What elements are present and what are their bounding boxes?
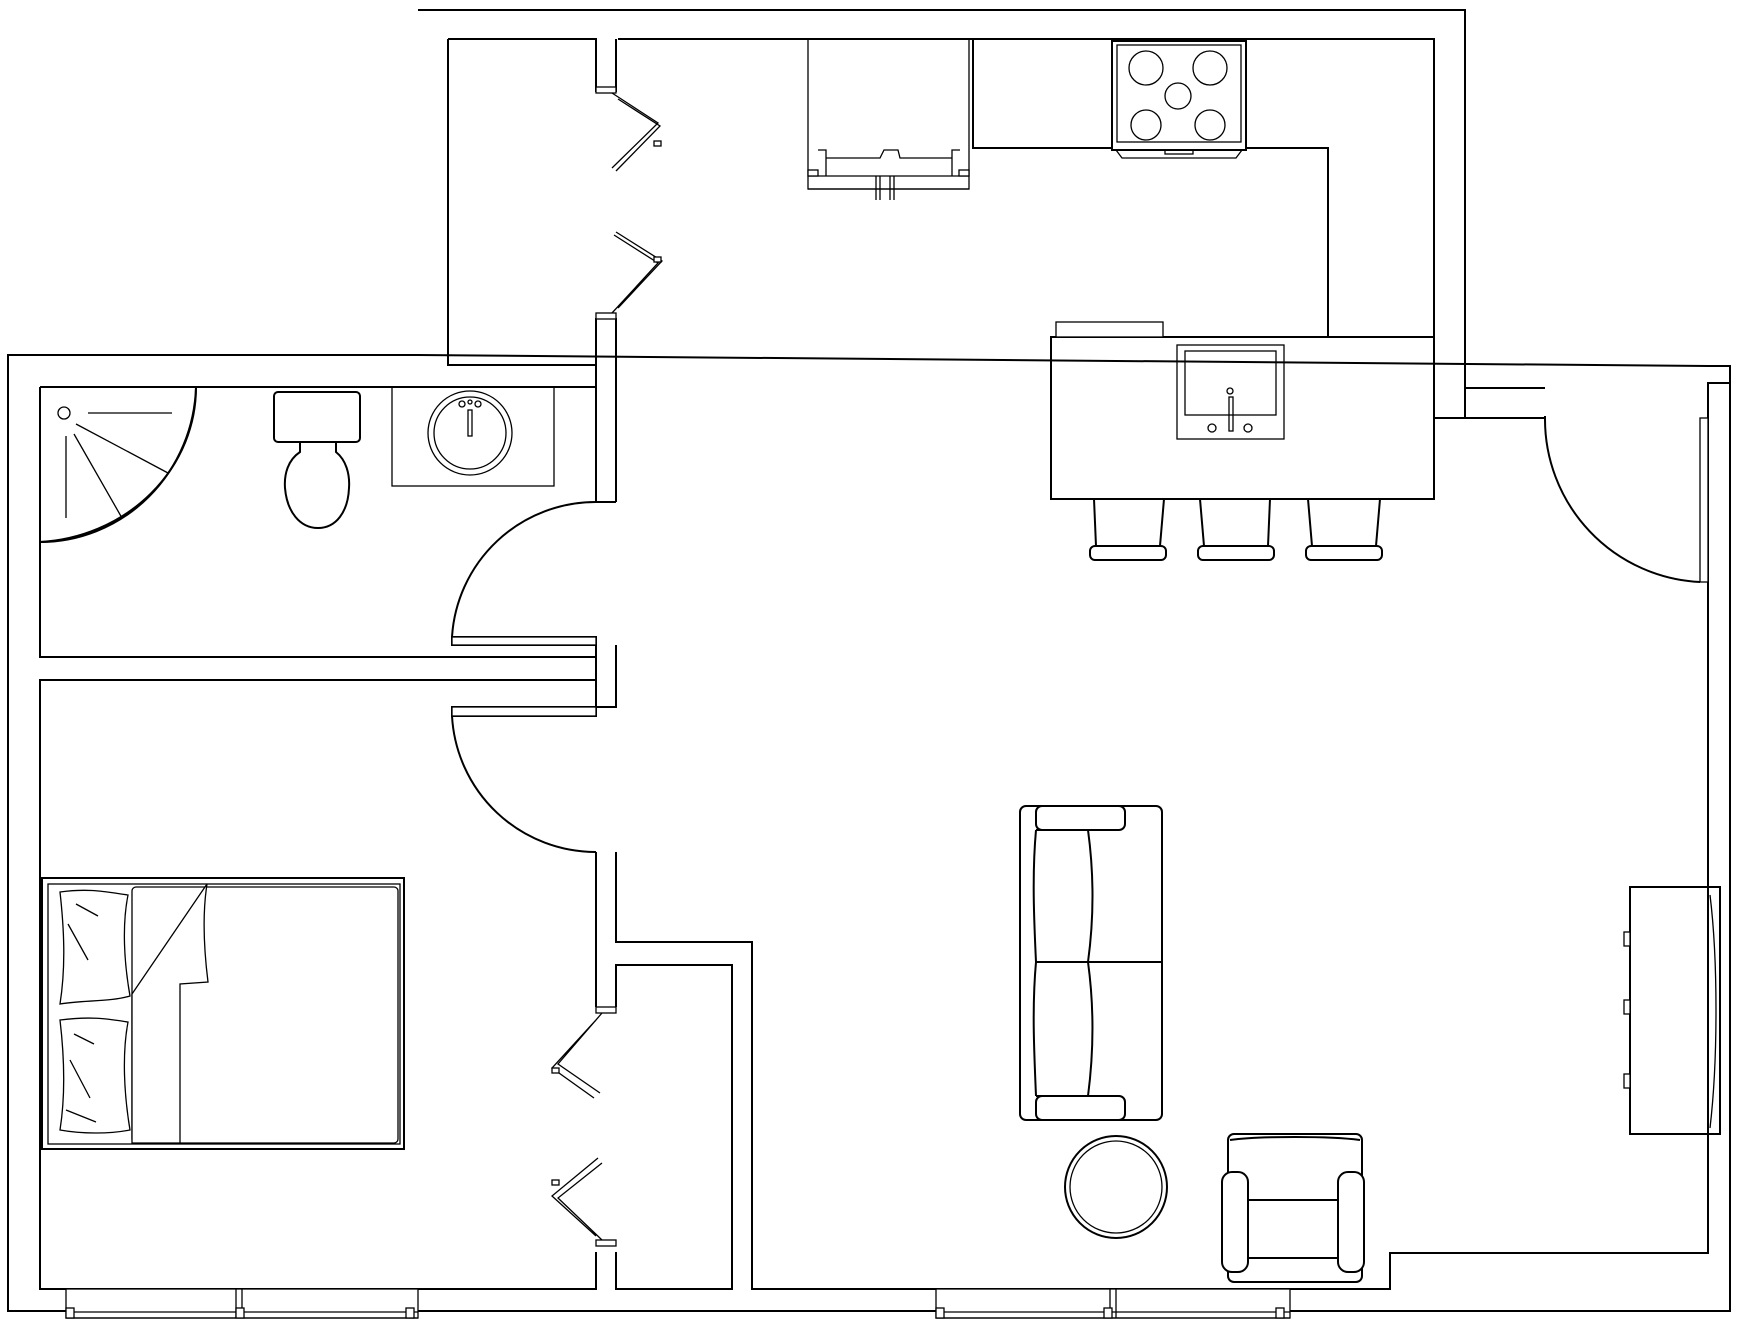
dishwasher-icon: [807, 38, 970, 200]
living-window: [935, 1288, 1291, 1319]
exterior-walls: [7, 9, 1731, 1312]
entry-door: [1543, 417, 1709, 583]
bathroom-door: [451, 500, 597, 646]
bar-stool-icon: [1089, 498, 1383, 561]
shower-icon: [39, 386, 198, 543]
upper-closet-wall: [447, 38, 597, 366]
kitchen-sink-icon: [1176, 344, 1285, 440]
bedroom-door: [451, 706, 597, 854]
bathroom-sink-icon: [391, 386, 555, 487]
closet-upper-bifold-door: [595, 86, 664, 320]
closet-lower-bifold-door: [551, 1006, 617, 1247]
tv-console-icon: [1623, 886, 1721, 1135]
stove-icon: [1111, 40, 1247, 159]
outer-wall-outline: [7, 9, 1731, 1312]
armchair-icon: [1221, 1133, 1365, 1283]
toilet-icon: [273, 391, 361, 530]
sofa-icon: [1019, 805, 1163, 1121]
bedroom-window: [65, 1288, 419, 1319]
kitchen-island: [1050, 321, 1435, 500]
bed-icon: [41, 877, 405, 1150]
coffee-table-icon: [1064, 1135, 1168, 1239]
